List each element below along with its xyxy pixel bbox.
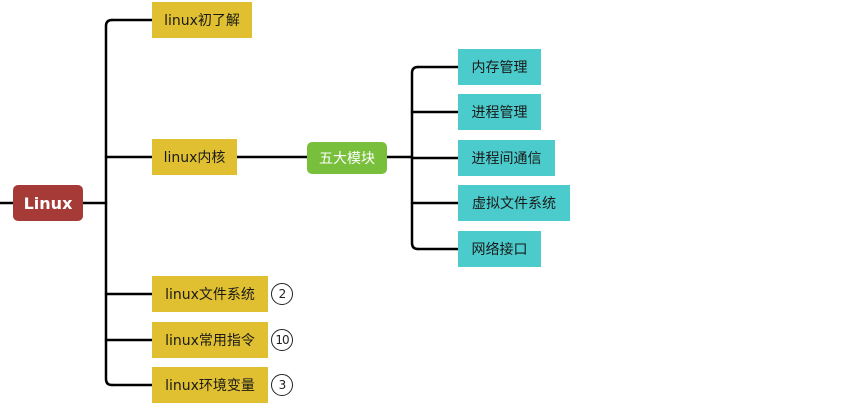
root-node-linux[interactable]: Linux <box>13 185 83 221</box>
branch-node-intro[interactable]: linux初了解 <box>152 2 252 38</box>
leaf-node-memory-management[interactable]: 内存管理 <box>458 49 541 85</box>
collapsed-count-badge[interactable]: 3 <box>271 374 293 396</box>
leaf-node-network-interface[interactable]: 网络接口 <box>458 231 541 267</box>
collapsed-count-badge[interactable]: 2 <box>271 283 293 305</box>
leaf-node-vfs[interactable]: 虚拟文件系统 <box>458 185 570 221</box>
branch-node-kernel[interactable]: linux内核 <box>152 139 237 175</box>
branch-node-filesystem[interactable]: linux文件系统 <box>152 276 268 312</box>
leaf-node-ipc[interactable]: 进程间通信 <box>458 140 555 176</box>
leaf-node-process-management[interactable]: 进程管理 <box>458 94 541 130</box>
connector-branch-trunk <box>104 18 114 387</box>
branch-node-commands[interactable]: linux常用指令 <box>152 322 268 358</box>
branch-node-env-vars[interactable]: linux环境变量 <box>152 367 268 403</box>
module-node-five-modules[interactable]: 五大模块 <box>307 142 387 174</box>
collapsed-count-badge[interactable]: 10 <box>271 329 293 351</box>
